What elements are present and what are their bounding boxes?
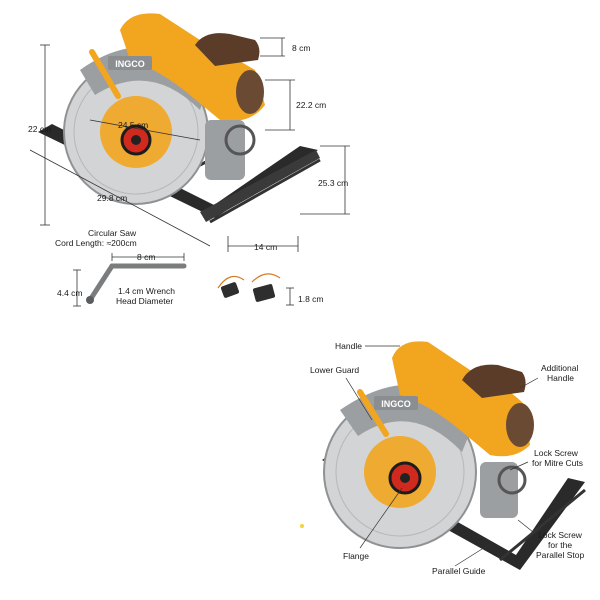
wrench-desc-line1: 1.4 cm Wrench [118,286,176,296]
callout-lock-mitre-2: for Mitre Cuts [532,458,584,468]
dimension-lines-wrench [73,253,185,307]
dim-base-height: 25.3 cm [318,178,349,188]
callout-lock-parallel-2: for the [548,540,573,550]
callout-lower-guard: Lower Guard [310,365,360,375]
callout-lines [345,345,539,567]
dim-handle-height: 8 cm [292,43,311,53]
callout-additional-handle-1: Additional [541,363,579,373]
handle-grip [195,33,260,66]
dim-base-width: 14 cm [254,242,278,252]
circular-saw-bottom: INGCO [322,341,586,570]
callout-flange: Flange [343,551,369,561]
callout-handle: Handle [335,341,362,351]
callout-additional-handle-2: Handle [547,373,574,383]
dimension-lines-top [29,37,350,252]
svg-text:INGCO: INGCO [381,399,411,409]
carbon-brushes [217,273,281,302]
dim-wrench-height: 4.4 cm [57,288,83,298]
dim-body-height: 22.2 cm [296,100,327,110]
caption-cord-length: Cord Length: ≈200cm [55,238,137,248]
stray-dot [300,524,304,528]
caption-product-name: Circular Saw [88,228,137,238]
hex-wrench [86,263,187,304]
callout-parallel-guide: Parallel Guide [432,566,486,576]
brand-logo: INGCO [115,59,145,69]
callout-lock-parallel-3: Parallel Stop [536,550,585,560]
dim-total-length: 29.8 cm [97,193,128,203]
dim-total-height: 22 cm [28,124,52,134]
circular-saw-top: INGCO [38,13,321,224]
callout-lock-parallel-1: Lock Screw [538,530,582,540]
motor-body [120,13,265,121]
wrench-desc-line2: Head Diameter [116,296,174,306]
dim-blade-diameter: 24.5 cm [118,120,149,130]
dim-wrench-length: 8 cm [137,252,156,262]
dimension-lines-brushes [286,287,294,306]
callout-lock-mitre-1: Lock Screw [534,448,578,458]
dim-brush-size: 1.8 cm [298,294,324,304]
